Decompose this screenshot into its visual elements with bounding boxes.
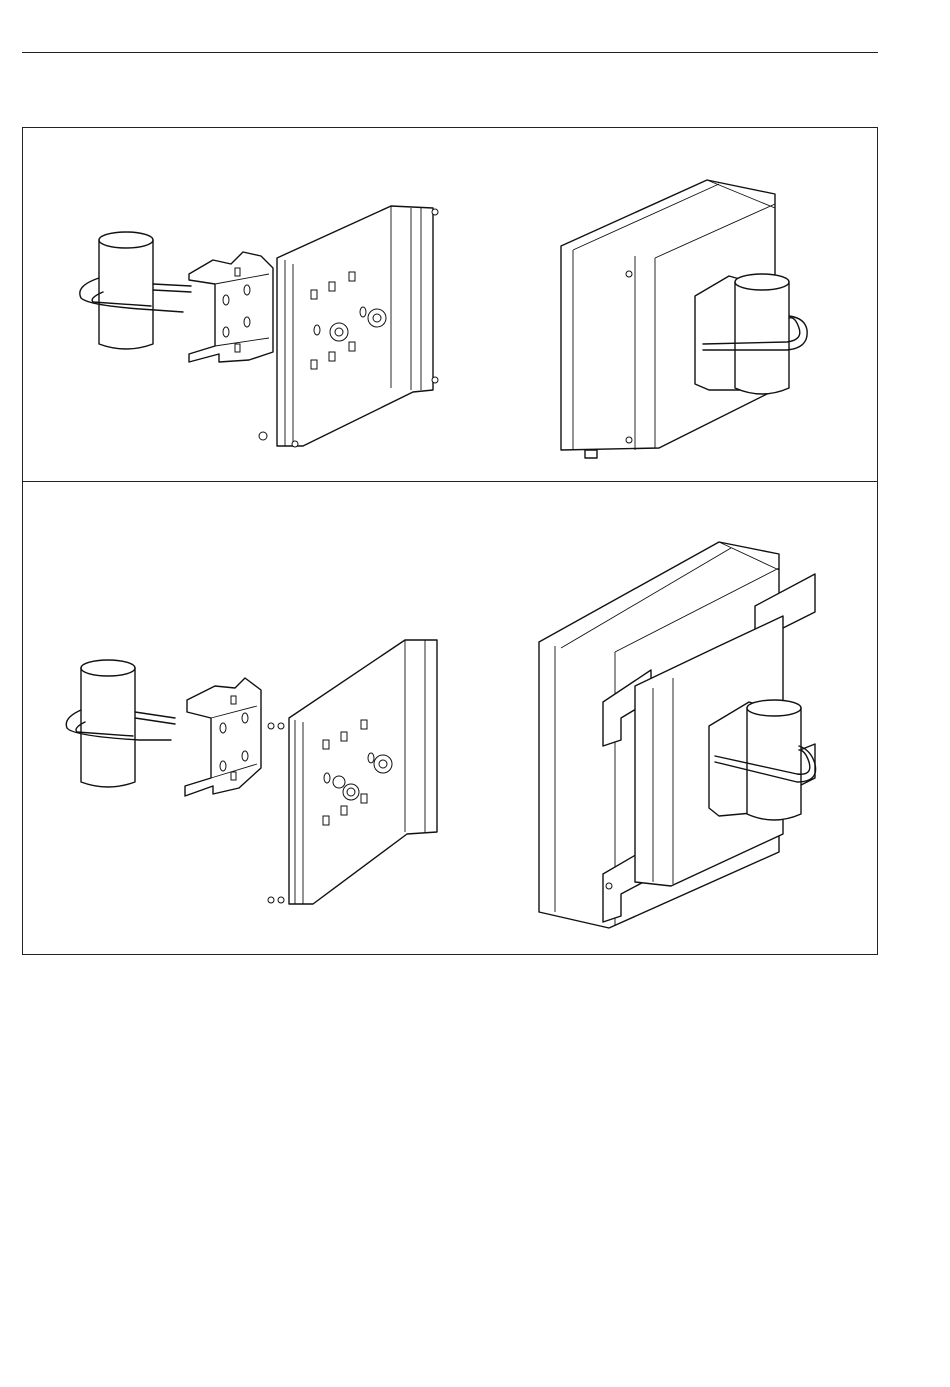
clamp-bracket-icon xyxy=(189,252,273,362)
mounting-illustration-top xyxy=(23,128,877,481)
figure-panel-bottom xyxy=(23,482,877,954)
mounting-figure xyxy=(22,127,878,955)
mounting-illustration-bottom xyxy=(23,482,877,954)
clamp-bracket-icon xyxy=(185,678,261,796)
mounting-plate-icon xyxy=(268,640,437,904)
pipe-icon xyxy=(735,274,789,394)
header-rule xyxy=(22,52,878,53)
pipe-icon xyxy=(81,660,135,787)
figure-panel-top xyxy=(23,128,877,482)
pipe-icon xyxy=(747,700,801,820)
mounting-plate-icon xyxy=(259,206,438,447)
pipe-icon xyxy=(99,232,153,349)
